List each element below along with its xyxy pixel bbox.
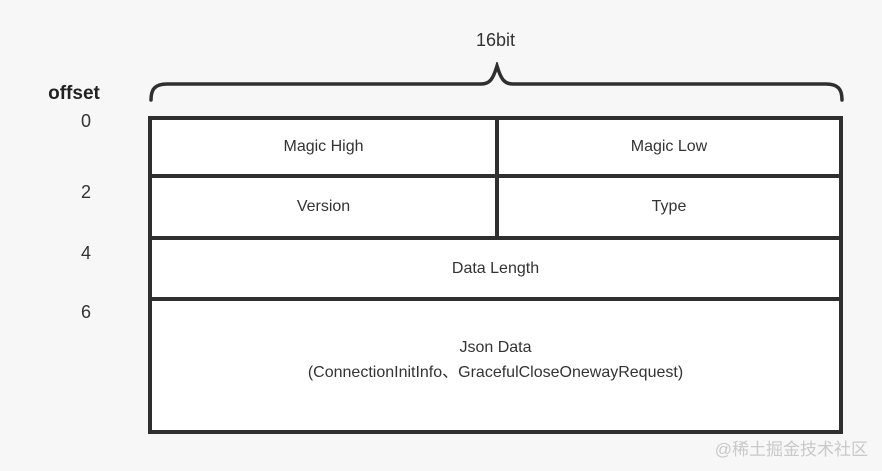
table-row-json-data: Json Data (ConnectionInitInfo、GracefulCl… bbox=[152, 297, 839, 430]
cell-json-data-subline: (ConnectionInitInfo、GracefulCloseOnewayR… bbox=[307, 363, 684, 381]
overbrace bbox=[149, 62, 844, 102]
packet-structure-table: Magic High Magic Low Version Type Data L… bbox=[148, 116, 843, 434]
table-row-magic: Magic High Magic Low bbox=[152, 120, 839, 174]
offset-column-label: offset bbox=[48, 83, 100, 104]
cell-data-length: Data Length bbox=[451, 259, 540, 277]
offset-value-4: 4 bbox=[80, 243, 91, 263]
cell-magic-low: Magic Low bbox=[495, 120, 839, 174]
cell-type: Type bbox=[495, 178, 839, 236]
cell-version: Version bbox=[296, 198, 351, 215]
table-row-version-type: Version Type bbox=[152, 174, 839, 236]
cell-json-data-title: Json Data bbox=[459, 338, 532, 356]
offset-value-6: 6 bbox=[80, 302, 91, 322]
offset-value-2: 2 bbox=[80, 182, 91, 202]
table-row-data-length: Data Length bbox=[152, 236, 839, 297]
cell-magic-high: Magic High bbox=[283, 138, 364, 155]
offset-value-0: 0 bbox=[80, 111, 91, 131]
watermark: @稀土掘金技术社区 bbox=[714, 440, 868, 459]
bit-width-label: 16bit bbox=[475, 30, 516, 50]
